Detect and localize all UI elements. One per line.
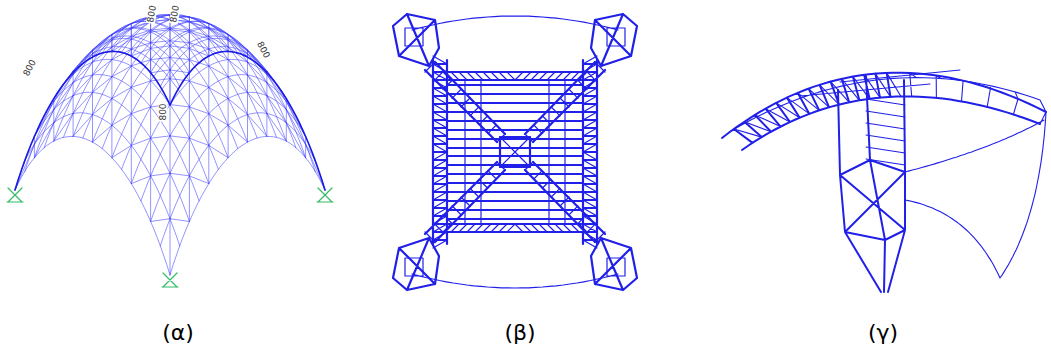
dome-mesh [15, 15, 325, 275]
perspective-bracing [734, 70, 1046, 278]
panel-caption: (β) [504, 322, 535, 344]
dimension-label: 800 [255, 39, 272, 60]
dimension-label: 800 [22, 57, 39, 78]
panel-caption: (α) [162, 322, 194, 344]
dome-edge-arch [15, 51, 325, 190]
plan-truss [393, 14, 637, 290]
perspective-truss [722, 73, 1046, 292]
support-symbol [7, 188, 333, 287]
panel-caption: (γ) [868, 322, 898, 344]
plan-bracing [405, 16, 625, 288]
dimension-label: 800 [169, 4, 181, 24]
dimension-label: 800 [159, 102, 168, 121]
